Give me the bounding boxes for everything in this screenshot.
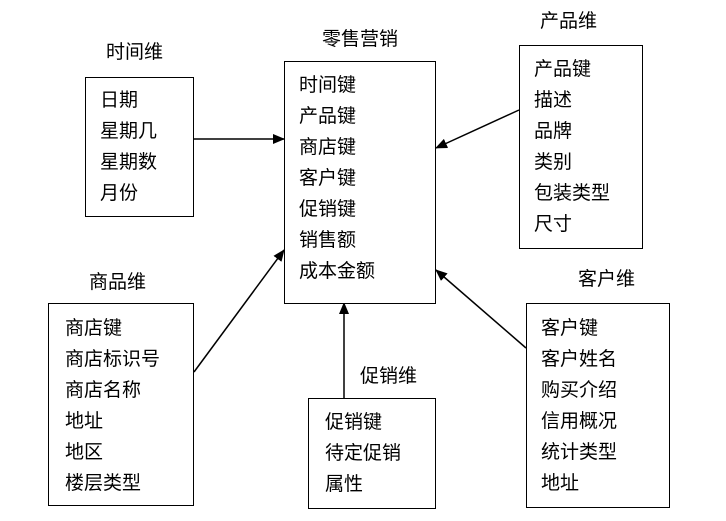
fact-field-store-key: 商店键 [299, 136, 357, 158]
customer-field-statistics-type: 统计类型 [541, 441, 618, 463]
store-field-store-key: 商店键 [65, 317, 123, 339]
arrow-store-to-fact [193, 249, 285, 373]
fact-table-title: 零售营销 [322, 28, 399, 50]
customer-field-customer-name: 客户姓名 [541, 348, 618, 370]
store-dimension-title: 商品维 [89, 271, 147, 293]
store-dimension-box: 商店键 商店标识号 商店名称 地址 地区 楼层类型 [48, 303, 194, 506]
fact-field-sales-amount: 销售额 [299, 229, 357, 251]
promotion-dimension-box: 促销键 待定促销 属性 [308, 398, 436, 509]
product-field-brand: 品牌 [534, 120, 573, 142]
arrow-product-to-fact [435, 109, 520, 149]
time-dimension-title: 时间维 [106, 41, 164, 63]
fact-table-box: 时间键 产品键 商店键 客户键 促销键 销售额 成本金额 [284, 61, 436, 304]
customer-field-customer-key: 客户键 [541, 317, 599, 339]
store-field-floor-type: 楼层类型 [65, 472, 142, 494]
store-field-address: 地址 [65, 410, 104, 432]
promotion-field-attribute: 属性 [325, 473, 364, 495]
product-field-size: 尺寸 [534, 213, 573, 235]
customer-field-credit-profile: 信用概况 [541, 410, 618, 432]
promotion-field-pending-promotion: 待定促销 [325, 442, 402, 464]
customer-dimension-box: 客户键 客户姓名 购买介绍 信用概况 统计类型 地址 [526, 303, 670, 508]
promotion-dimension-title: 促销维 [360, 365, 418, 387]
customer-dimension-title: 客户维 [578, 268, 636, 290]
fact-field-cost-amount: 成本金额 [299, 260, 376, 282]
product-field-product-key: 产品键 [534, 58, 592, 80]
time-field-week-number: 星期数 [100, 151, 158, 173]
fact-field-promotion-key: 促销键 [299, 198, 357, 220]
product-dimension-box: 产品键 描述 品牌 类别 包装类型 尺寸 [519, 45, 643, 249]
product-field-description: 描述 [534, 89, 573, 111]
product-field-package-type: 包装类型 [534, 182, 611, 204]
product-dimension-title: 产品维 [540, 10, 598, 32]
customer-field-address: 地址 [541, 472, 580, 494]
time-field-date: 日期 [100, 89, 139, 111]
product-field-category: 类别 [534, 151, 573, 173]
time-dimension-box: 日期 星期几 星期数 月份 [85, 77, 194, 217]
store-field-region: 地区 [65, 441, 104, 463]
store-field-store-name: 商店名称 [65, 379, 142, 401]
fact-field-time-key: 时间键 [299, 74, 357, 96]
promotion-field-promotion-key: 促销键 [325, 411, 383, 433]
time-field-month: 月份 [100, 182, 139, 204]
arrow-customer-to-fact [435, 269, 527, 349]
time-field-weekday: 星期几 [100, 120, 158, 142]
fact-field-product-key: 产品键 [299, 105, 357, 127]
fact-field-customer-key: 客户键 [299, 167, 357, 189]
store-field-store-id: 商店标识号 [65, 348, 161, 370]
customer-field-purchase-referral: 购买介绍 [541, 379, 618, 401]
